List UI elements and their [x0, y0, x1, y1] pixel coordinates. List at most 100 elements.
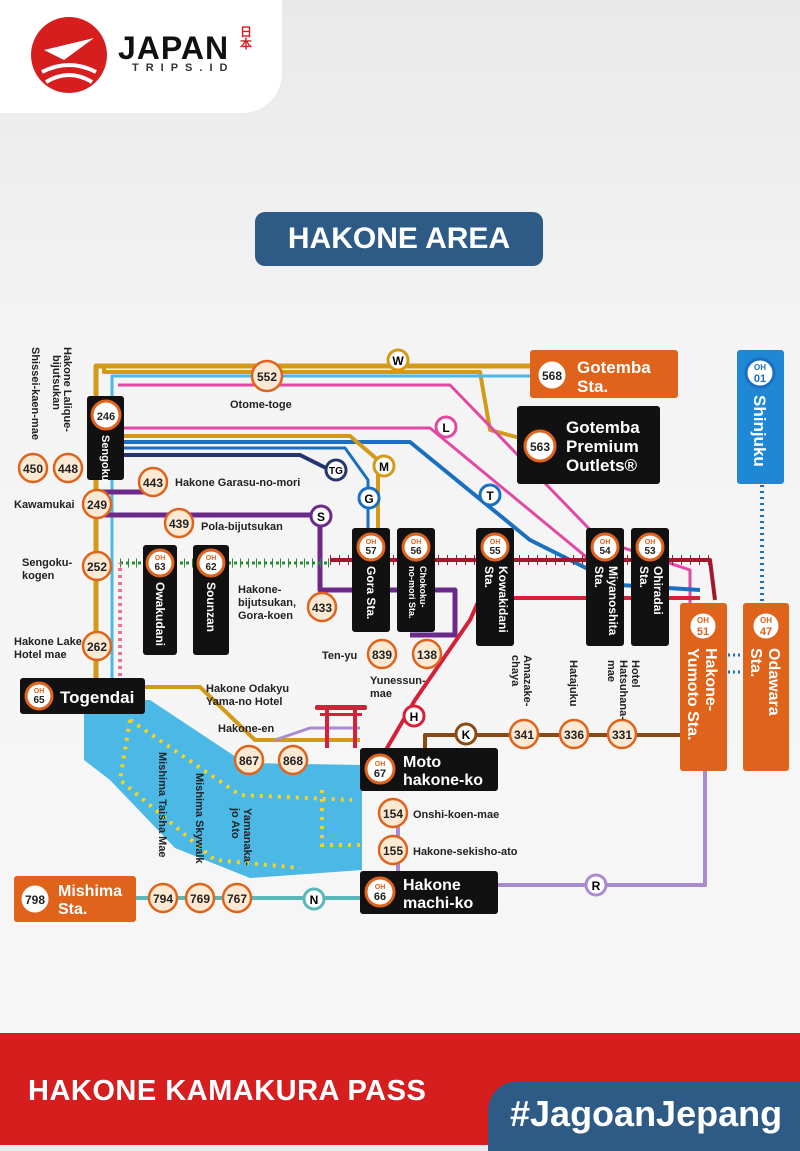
- station-miyanoshita-oh: OH: [600, 539, 611, 546]
- route-badge-k-text: K: [462, 728, 471, 742]
- stop-443: 443: [137, 466, 169, 498]
- stop-155-code: 155: [383, 844, 403, 858]
- stop-331-label3: mae: [605, 660, 617, 682]
- dest-gotemba-name: Gotemba: [577, 358, 651, 377]
- stop-448-label1: Hakone Lalique-: [61, 347, 73, 432]
- dest-gotemba-sta: 568 Gotemba Sta.: [530, 350, 678, 398]
- stop-450-label: Shissei-kaen-mae: [29, 347, 41, 440]
- stop-439-label: Pola-bijutsukan: [201, 521, 283, 533]
- dest-outlets-name3: Outlets®: [566, 456, 638, 475]
- route-badge-h-text: H: [410, 710, 419, 724]
- route-badge-g: G: [357, 486, 381, 510]
- stop-794: 794: [147, 882, 179, 914]
- station-kowakidani-name1: Kowakidani: [496, 566, 510, 633]
- brand-name: JAPAN: [118, 30, 230, 66]
- route-w-line: [93, 363, 620, 700]
- stop-769-code: 769: [190, 892, 210, 906]
- footer-hashtag-box: [488, 1081, 800, 1151]
- station-kowakidani-num: 55: [489, 546, 501, 557]
- stop-249: 249: [81, 488, 113, 520]
- station-togendai: OH 65 Togendai: [20, 678, 145, 714]
- stop-341: 341: [508, 718, 540, 750]
- route-badge-k: K: [454, 722, 478, 746]
- stop-868: 868: [277, 744, 309, 776]
- dest-odawara-num: 47: [760, 626, 772, 638]
- station-owakudani-num: 63: [154, 562, 166, 573]
- dest-mishima-name1: Mishima: [58, 883, 122, 900]
- route-lavender-upper: [274, 726, 360, 742]
- station-chokoku-oh: OH: [411, 539, 422, 546]
- station-gora-oh: OH: [366, 539, 377, 546]
- route-badge-w-text: W: [392, 354, 404, 368]
- stop-138-label1: Yunessun-: [370, 675, 426, 687]
- stop-154: 154: [377, 797, 409, 829]
- stop-868-code: 868: [283, 754, 303, 768]
- dest-outlets-name1: Gotemba: [566, 418, 640, 437]
- route-badge-s-text: S: [317, 510, 325, 524]
- route-badge-s: S: [309, 504, 333, 528]
- station-ohiradai-name2: Sta.: [637, 566, 651, 588]
- stop-767-label1: Yamanaka-: [241, 808, 253, 866]
- station-chokoku-no-mori: OH 56 Chokoku- no-mori Sta.: [397, 528, 435, 632]
- stop-439-code: 439: [169, 517, 189, 531]
- station-owakudani: OH 63 Owakudani: [143, 545, 177, 655]
- station-miyanoshita-name1: Miyanoshita: [606, 566, 620, 636]
- station-ohiradai-name1: Ohiradai: [651, 566, 665, 615]
- stop-433-label1: Hakone-: [238, 584, 282, 596]
- route-badge-m: M: [372, 454, 396, 478]
- station-miyanoshita-name2: Sta.: [592, 566, 606, 588]
- route-pink-lower: [118, 426, 591, 562]
- station-miyanoshita: OH 54 Miyanoshita Sta.: [586, 528, 624, 646]
- station-miyanoshita-num: 54: [599, 546, 611, 557]
- route-badge-tg: TG: [324, 458, 348, 482]
- station-moto-hakone-name1: Moto: [403, 754, 441, 771]
- stop-341-label1: Amazake-: [521, 655, 533, 707]
- route-badge-n: N: [302, 887, 326, 911]
- station-hakone-machi-num: 66: [374, 891, 386, 903]
- stop-331-code: 331: [612, 728, 632, 742]
- stop-448-label2: bijutsukan: [50, 355, 62, 410]
- stop-443-label: Hakone Garasu-no-mori: [175, 477, 300, 489]
- station-togendai-num: 65: [33, 695, 45, 706]
- stop-154-label: Onshi-koen-mae: [413, 809, 499, 821]
- station-hakone-machi-oh: OH: [375, 884, 386, 891]
- station-ohiradai: OH 53 Ohiradai Sta.: [631, 528, 669, 646]
- stop-154-code: 154: [383, 807, 403, 821]
- station-sounzan-num: 62: [205, 562, 217, 573]
- stop-249-code: 249: [87, 498, 107, 512]
- dest-outlets-code: 563: [530, 440, 550, 454]
- station-kowakidani: OH 55 Kowakidani Sta.: [476, 528, 514, 646]
- stop-867-label: Hakone-en: [218, 723, 275, 735]
- stop-155-label: Hakone-sekisho-ato: [413, 846, 518, 858]
- dest-shinjuku-num: 01: [754, 373, 766, 385]
- stop-331-label2: Hatsuhana-: [617, 660, 629, 720]
- stop-433-label2: bijutsukan,: [238, 597, 296, 609]
- dest-gotemba-code: 568: [542, 369, 562, 383]
- stop-839-label: Ten-yu: [322, 650, 357, 662]
- dest-shinjuku-name: Shinjuku: [750, 395, 769, 467]
- stop-767-code: 767: [227, 892, 247, 906]
- stop-341-label2: chaya: [509, 655, 521, 687]
- station-chokoku-name2: no-mori Sta.: [407, 566, 417, 619]
- stop-450-code: 450: [23, 462, 43, 476]
- dest-yumoto-num: 51: [697, 626, 709, 638]
- route-badge-l-text: L: [442, 421, 449, 435]
- route-badge-h: H: [402, 704, 426, 728]
- station-sounzan-name: Sounzan: [204, 582, 218, 632]
- station-sengoku-name: Sengoku: [99, 435, 111, 481]
- stop-439: 439: [163, 507, 195, 539]
- stop-769-label: Mishima Skywalk: [193, 773, 205, 864]
- station-chokoku-name1: Chokoku-: [418, 566, 428, 608]
- hakone-route-map: W L M TG G T S H K N R 568 Gotemba Sta. …: [14, 347, 789, 922]
- stop-138: 138: [411, 638, 443, 670]
- stop-448: 448: [52, 452, 84, 484]
- route-yumoto-odawara: [728, 653, 745, 674]
- stop-336-label: Hatajuku: [567, 660, 579, 706]
- stop-794-code: 794: [153, 892, 173, 906]
- route-badge-m-text: M: [379, 460, 389, 474]
- stop-868-label1: Hakone Odakyu: [206, 683, 289, 695]
- dest-mishima: 798 Mishima Sta.: [14, 876, 136, 922]
- station-sengoku: 246 Sengoku: [87, 396, 124, 481]
- lake-ashi: [84, 700, 362, 878]
- stop-331-label1: Hotel: [629, 660, 641, 688]
